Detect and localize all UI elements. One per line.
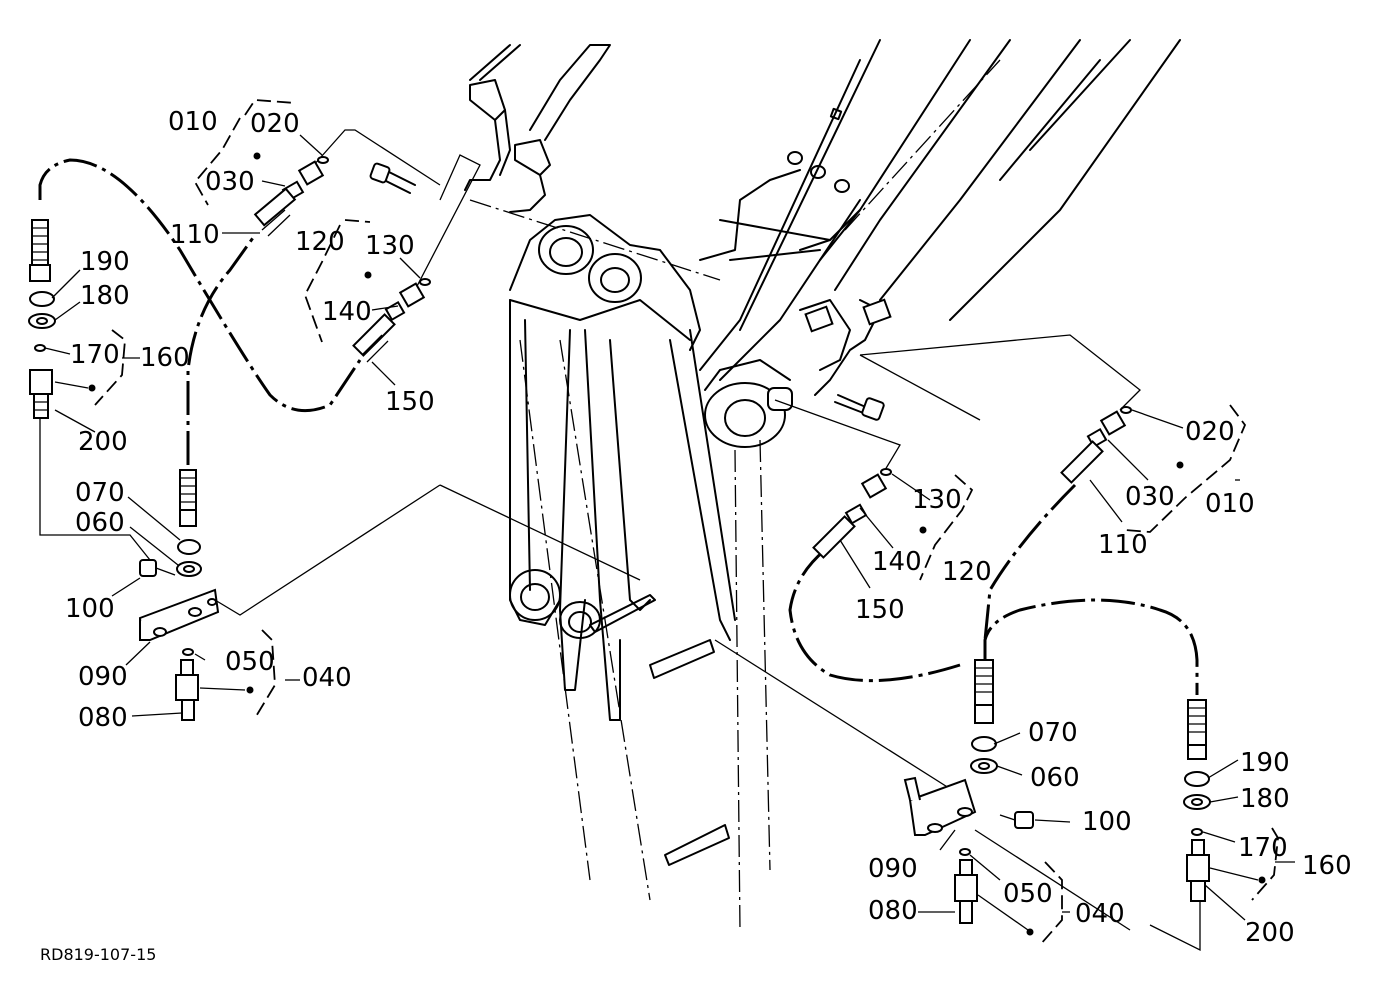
label-160-left: 160 <box>140 343 190 373</box>
label-060-right: 060 <box>1030 763 1080 793</box>
label-170-right: 170 <box>1238 833 1288 863</box>
label-190-left: 190 <box>80 247 130 277</box>
label-070-right: 070 <box>1028 718 1078 748</box>
label-050-left: 050 <box>225 647 275 677</box>
label-140-left: 140 <box>322 297 372 327</box>
hose-left-short <box>186 234 257 465</box>
part-labels: 010 020 030 110 120 130 140 150 190 180 … <box>40 107 1352 964</box>
label-140-right: 140 <box>872 547 922 577</box>
hose-clamp-upper <box>369 44 611 213</box>
leader-lines <box>39 129 1201 952</box>
label-090-left: 090 <box>78 662 128 692</box>
label-010-right: 010 <box>1205 489 1255 519</box>
label-150-right: 150 <box>855 595 905 625</box>
label-180-left: 180 <box>80 281 130 311</box>
drawing-code: RD819-107-15 <box>40 945 156 964</box>
label-110-right: 110 <box>1098 530 1148 560</box>
label-130-right: 130 <box>912 485 962 515</box>
label-180-right: 180 <box>1240 784 1290 814</box>
label-020-left: 020 <box>250 109 300 139</box>
label-200-left: 200 <box>78 427 128 457</box>
hose-right-short <box>983 483 1077 641</box>
left-parts <box>28 156 431 721</box>
label-040-right: 040 <box>1075 899 1125 929</box>
label-010-left: 010 <box>168 107 218 137</box>
hose-right-long <box>983 598 1199 695</box>
label-170-left: 170 <box>70 340 120 370</box>
hose-right-loop <box>788 548 961 683</box>
label-030-right: 030 <box>1125 482 1175 512</box>
right-parts <box>812 406 1211 924</box>
label-120-right: 120 <box>942 557 992 587</box>
label-200-right: 200 <box>1245 918 1295 948</box>
label-160-right: 160 <box>1302 851 1352 881</box>
label-020-right: 020 <box>1185 417 1235 447</box>
label-190-right: 190 <box>1240 748 1290 778</box>
label-080-left: 080 <box>78 703 128 733</box>
label-110-left: 110 <box>170 220 220 250</box>
label-080-right: 080 <box>868 896 918 926</box>
label-150-left: 150 <box>385 387 435 417</box>
label-040-left: 040 <box>302 663 352 693</box>
boom-bracket-body <box>509 214 736 866</box>
hydraulic-hoses <box>38 158 1199 695</box>
label-130-left: 130 <box>365 231 415 261</box>
label-030-left: 030 <box>205 167 255 197</box>
label-100-right: 100 <box>1082 807 1132 837</box>
callout-leaders <box>44 134 1266 936</box>
hose-left-long <box>38 158 362 413</box>
label-120-left: 120 <box>295 227 345 257</box>
group-brackets <box>94 99 1295 946</box>
label-050-right: 050 <box>1003 879 1053 909</box>
label-090-right: 090 <box>868 854 918 884</box>
label-100-left: 100 <box>65 594 115 624</box>
label-060-left: 060 <box>75 508 125 538</box>
boom-arm-assembly <box>699 39 1181 448</box>
label-070-left: 070 <box>75 478 125 508</box>
centerlines <box>469 59 1001 931</box>
